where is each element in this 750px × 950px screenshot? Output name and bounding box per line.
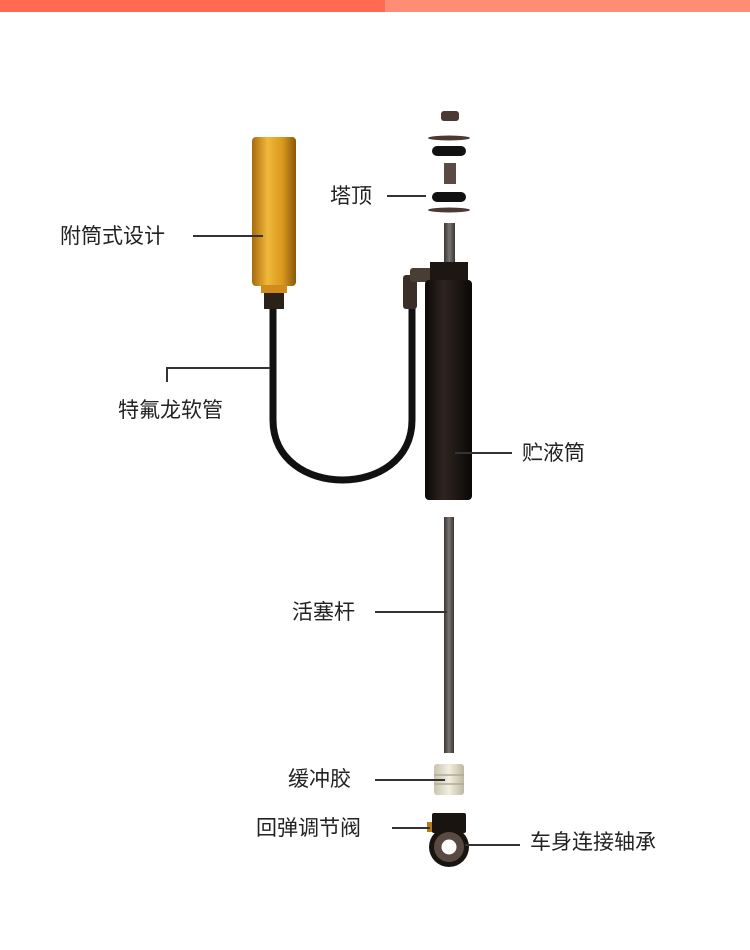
reservoir-tube [430, 262, 468, 282]
label-bumper: 缓冲胶 [288, 767, 351, 791]
label-piston-rod: 活塞杆 [292, 600, 355, 624]
label-top-mount: 塔顶 [330, 184, 372, 208]
top-accent-bar-left [0, 0, 385, 12]
label-ptfe-hose: 特氟龙软管 [118, 398, 223, 422]
top-cap [441, 111, 459, 121]
leader-lines [166, 195, 520, 846]
bumper [434, 764, 464, 795]
label-reservoir-design: 附筒式设计 [60, 224, 165, 248]
ptfe-hose [269, 305, 416, 484]
label-rebound-valve: 回弹调节阀 [256, 816, 361, 840]
label-reservoir-tube: 贮液筒 [522, 441, 585, 465]
rebound-valve-knob [427, 822, 435, 832]
top-accent-bar-right [385, 0, 750, 12]
piston-rod [444, 517, 454, 753]
label-body-bearing: 车身连接轴承 [530, 830, 656, 854]
remote-reservoir [252, 137, 296, 286]
